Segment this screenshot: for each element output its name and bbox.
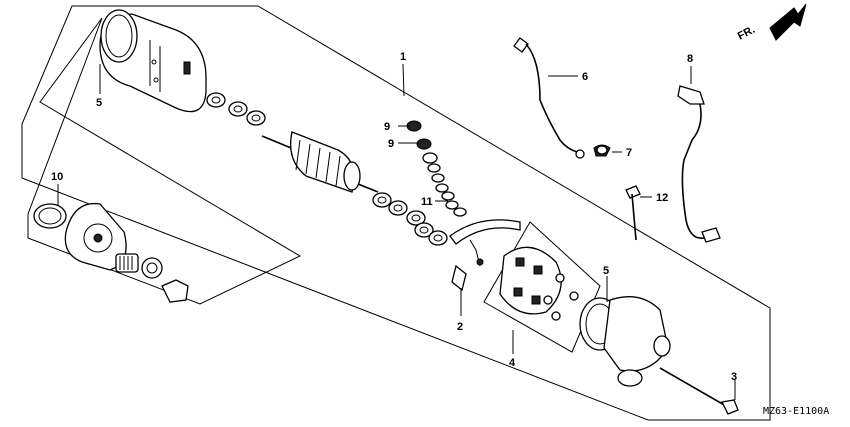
label-5-rear-cover: 5 — [603, 265, 609, 277]
label-11: 11 — [421, 196, 433, 208]
motor-case — [99, 9, 207, 113]
through-bolt — [659, 367, 739, 415]
callout-leaders — [57, 63, 736, 400]
label-8: 8 — [687, 53, 693, 65]
label-12: 12 — [656, 192, 668, 204]
brush-plate — [449, 219, 521, 292]
bolt-12 — [625, 185, 641, 241]
label-1: 1 — [400, 51, 406, 63]
label-10: 10 — [51, 171, 63, 183]
bearing-and-seal — [115, 253, 189, 303]
direction-label: FR. — [736, 24, 757, 43]
brush-holder-group-boundary — [483, 221, 601, 353]
front-cover — [33, 202, 127, 271]
armature-washers — [372, 192, 448, 246]
label-5-case: 5 — [96, 97, 102, 109]
drawing-code: MZ63-E1100A — [763, 406, 829, 417]
end-cover-group-boundary — [27, 17, 302, 305]
terminal-nut-stack — [406, 120, 467, 217]
case-washers — [206, 92, 266, 126]
label-3: 3 — [731, 371, 737, 383]
arrow-icon — [769, 3, 807, 41]
terminal-cap — [593, 144, 611, 157]
rear-cover — [579, 296, 671, 387]
label-9-upper: 9 — [384, 121, 390, 133]
brush-holder — [499, 246, 579, 321]
front-direction-arrow: FR. — [736, 3, 807, 43]
label-4: 4 — [509, 357, 516, 369]
assembly-boundary — [21, 5, 771, 421]
starter-cable — [513, 37, 585, 159]
label-2: 2 — [457, 321, 463, 333]
label-9-lower: 9 — [388, 138, 394, 150]
label-7: 7 — [626, 147, 632, 159]
label-6: 6 — [582, 71, 588, 83]
armature — [261, 131, 379, 193]
ground-cable — [677, 85, 721, 243]
